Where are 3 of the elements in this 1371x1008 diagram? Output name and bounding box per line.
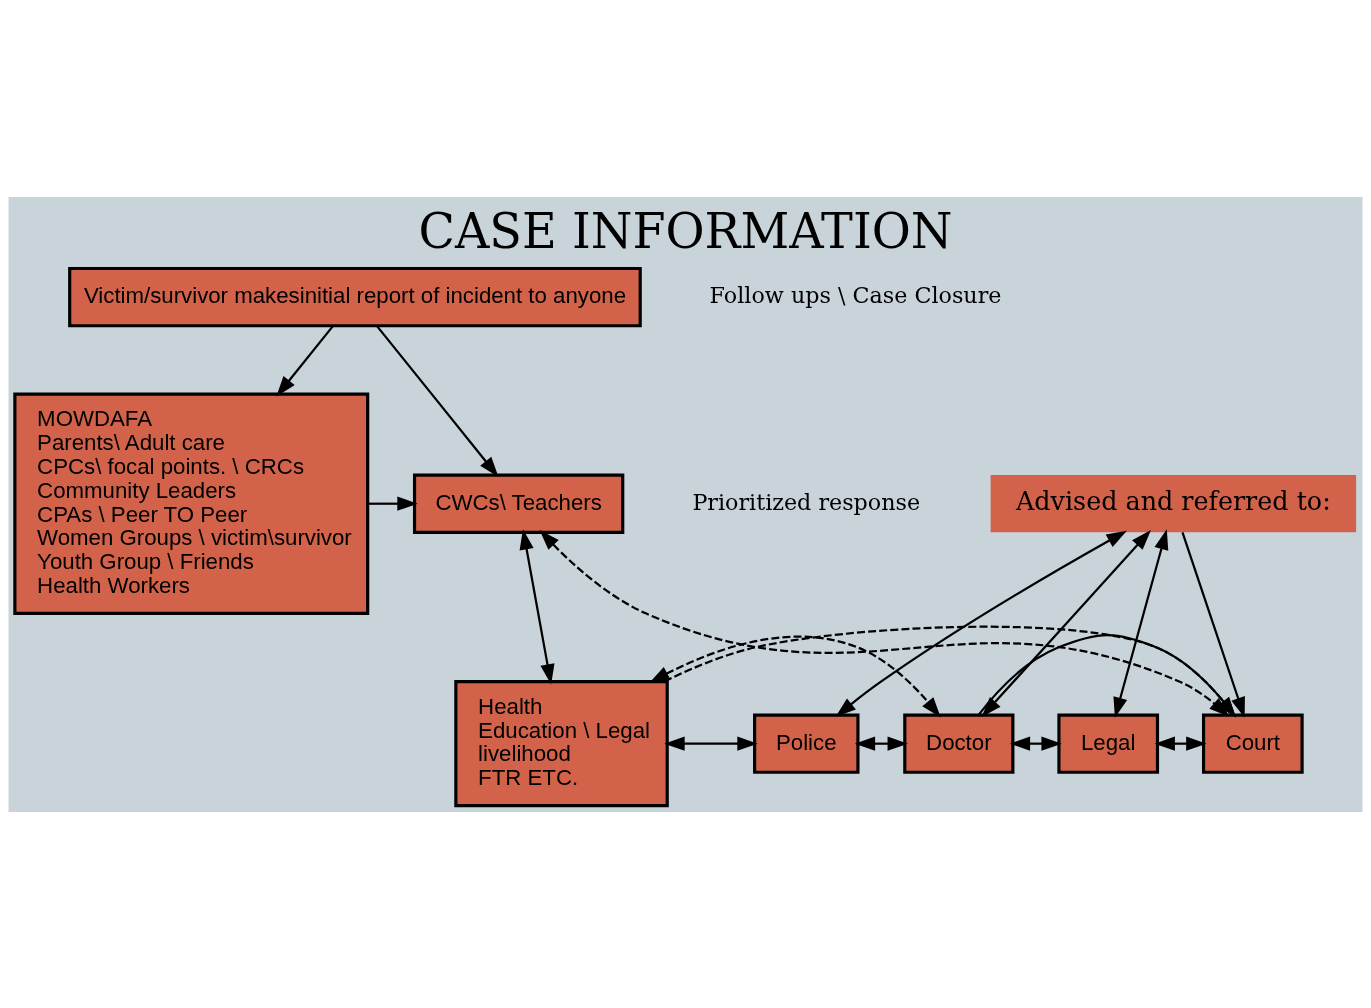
label: Prioritized response (692, 488, 921, 515)
diagram-title: CASE INFORMATION (418, 203, 953, 259)
label: Follow ups \ Case Closure (709, 281, 1002, 308)
